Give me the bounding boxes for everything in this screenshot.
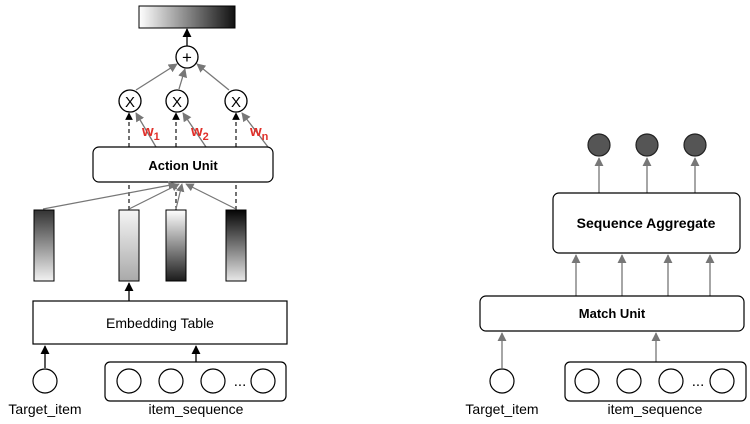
arrow-embedding-to-action [42, 181, 177, 210]
output-vector [138, 5, 236, 29]
sequence-aggregate-box [552, 192, 741, 254]
sequence-ellipsis: ... [234, 373, 247, 390]
right-diagram: Sequence Aggregate Match Unit ... Target… [465, 133, 747, 417]
sequence-ellipsis: ... [692, 373, 705, 390]
output-node [635, 133, 659, 157]
target-item-caption: Target_item [465, 401, 538, 417]
arrow-embedding-to-action [175, 183, 185, 210]
arrow-mult1-to-sum [135, 63, 178, 91]
match-unit-label: Match Unit [579, 306, 646, 321]
sequence-aggregate-label: Sequence Aggregate [577, 215, 716, 231]
item-sequence-box [104, 361, 287, 402]
target-item-node [489, 368, 515, 394]
multiply-node: X [118, 89, 142, 113]
left-diagram: + X X X w1 w2 wn Action Unit [8, 5, 288, 417]
multiply-symbol: X [172, 94, 182, 111]
multiply-symbol: X [231, 94, 241, 111]
multiply-node: X [165, 89, 189, 113]
sum-symbol: + [182, 48, 192, 67]
sequence-item-node [200, 368, 226, 394]
arrow-mult3-to-sum [196, 63, 230, 91]
sequence-embedding-vector [225, 209, 247, 282]
weight-arrow [241, 112, 269, 148]
action-unit-box [92, 146, 274, 183]
embedding-table-label: Embedding Table [106, 315, 214, 331]
arrow-embedding-to-action [128, 183, 180, 210]
arrow-embedding-to-action [185, 183, 237, 210]
sequence-item-node [116, 368, 142, 394]
multiply-node: X [224, 89, 248, 113]
weight-label: wn [249, 123, 269, 143]
item-sequence-caption: item_sequence [608, 401, 703, 417]
item-sequence-box [564, 361, 747, 402]
weight-label: w1 [141, 123, 160, 143]
output-node [683, 133, 707, 157]
weight-arrow [135, 112, 157, 148]
embedding-table-box [32, 300, 288, 345]
item-sequence-caption: item_sequence [149, 401, 244, 417]
sequence-item-node [658, 368, 684, 394]
sequence-embedding-vector [165, 209, 187, 282]
sequence-item-node [250, 368, 276, 394]
sequence-item-node [158, 368, 184, 394]
action-unit-label: Action Unit [148, 158, 218, 173]
sequence-item-node [574, 368, 600, 394]
match-unit-box [479, 295, 745, 332]
target-item-node [32, 368, 58, 394]
sum-node [175, 45, 199, 69]
multiply-symbol: X [125, 94, 135, 111]
sequence-item-node [709, 368, 735, 394]
arrow-mult2-to-sum [178, 68, 188, 90]
target-embedding-vector [33, 209, 55, 282]
output-node [587, 133, 611, 157]
weight-label: w2 [190, 123, 209, 143]
weight-arrow [182, 112, 207, 148]
sequence-item-node [616, 368, 642, 394]
target-item-caption: Target_item [8, 401, 81, 417]
sequence-embedding-vector [118, 209, 140, 282]
